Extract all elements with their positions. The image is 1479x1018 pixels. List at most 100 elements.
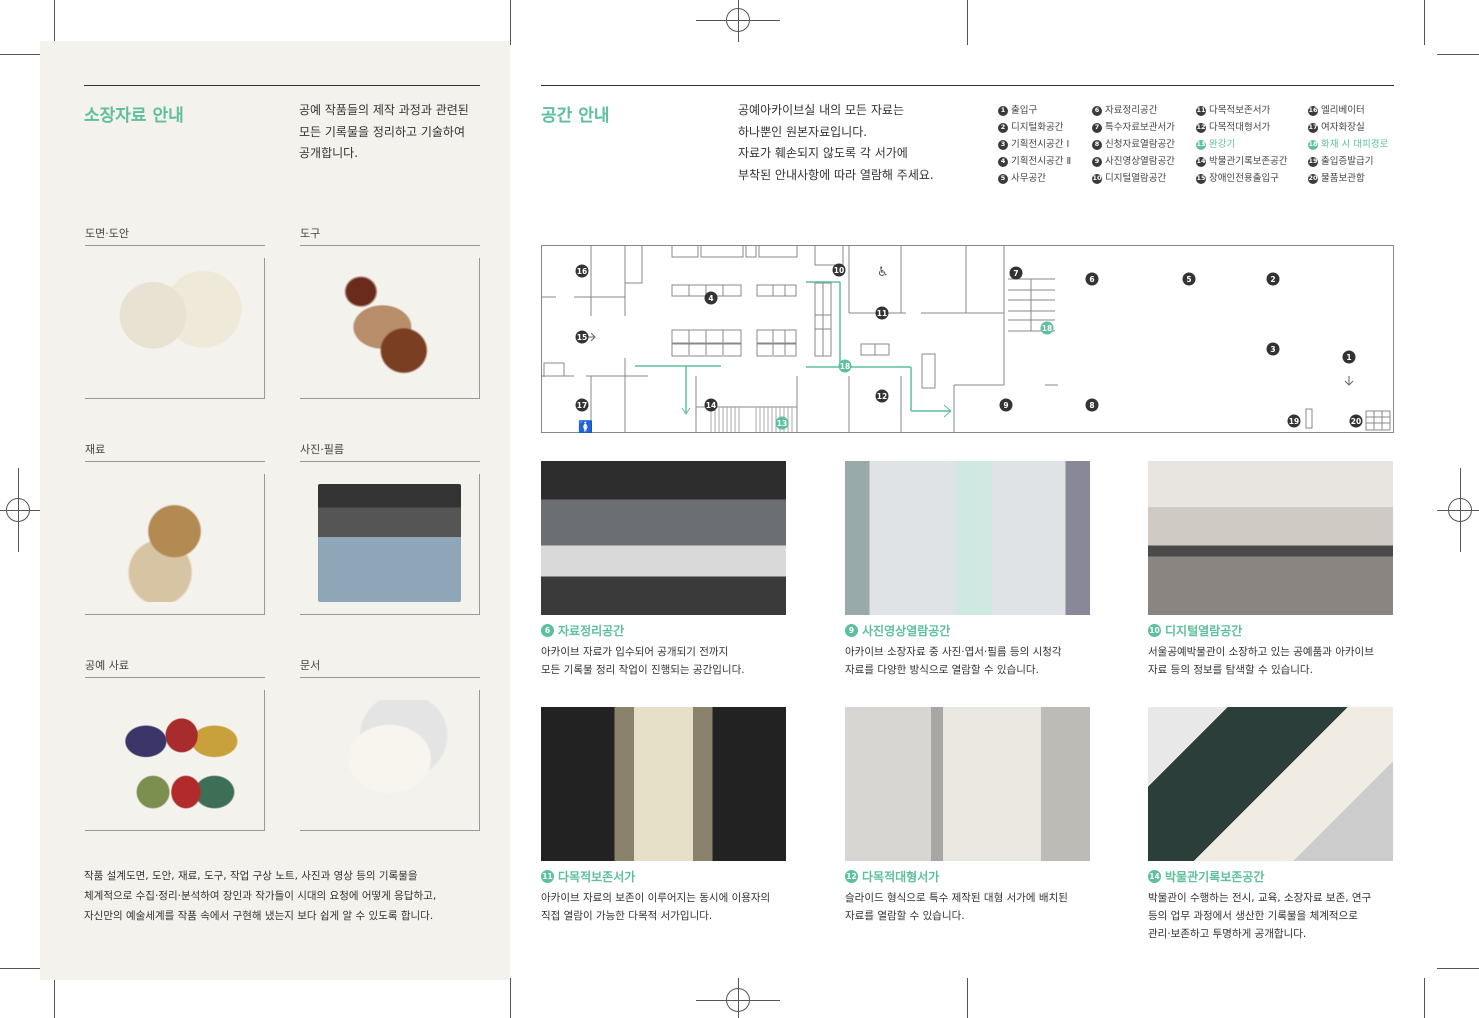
legend-label: 완강기 <box>1209 139 1236 150</box>
thumbnail-photo <box>318 700 461 818</box>
number-badge-icon: 1 <box>998 105 1008 116</box>
plan-marker: 2 <box>1266 272 1280 286</box>
number-badge-icon: 8 <box>1092 139 1102 150</box>
plan-marker: 4 <box>704 291 718 305</box>
divider <box>84 85 480 86</box>
crop-mark <box>510 0 511 45</box>
collection-description: 작품 설계도면, 도안, 재료, 도구, 작업 구상 노트, 사진과 영상 등의… <box>84 866 436 926</box>
plan-marker: 5 <box>1182 272 1196 286</box>
divider <box>300 461 480 462</box>
crop-mark <box>0 510 40 511</box>
plan-marker-number: 11 <box>877 309 887 318</box>
number-badge-icon: 4 <box>998 156 1008 167</box>
shelf <box>756 329 797 344</box>
legend-label: 장애인전용출입구 <box>1209 173 1279 184</box>
plan-marker-number: 10 <box>834 266 844 275</box>
legend-label: 출입증발급기 <box>1321 156 1374 167</box>
plan-marker-number: 2 <box>1270 275 1275 284</box>
divider <box>85 677 265 678</box>
divider <box>85 461 265 462</box>
collection-category-label: 공예 사료 <box>85 659 129 672</box>
intro-line: 공개합니다. <box>299 146 359 160</box>
intro-line: 하나뿐인 원본자료입니다. <box>738 124 868 139</box>
legend-label: 사무공간 <box>1011 173 1046 184</box>
collection-category-label: 문서 <box>300 659 321 672</box>
divider <box>300 677 480 678</box>
number-badge-icon: 14 <box>1196 156 1206 167</box>
space-guide-intro: 공예아카이브실 내의 모든 자료는 하나뿐인 원본자료입니다. 자료가 훼손되지… <box>738 100 934 186</box>
thumbnail-photo <box>103 484 246 602</box>
plan-marker: 20 <box>1349 414 1363 428</box>
crop-mark <box>738 0 739 42</box>
plan-marker: 6 <box>1085 272 1099 286</box>
plan-marker: 19 <box>1287 414 1301 428</box>
number-badge-icon: 10 <box>1092 173 1102 184</box>
space-title: 사진영상열람공간 <box>862 624 951 638</box>
intro-line: 공예아카이브실 내의 모든 자료는 <box>738 103 905 117</box>
collection-category-image <box>85 474 265 615</box>
crop-mark <box>967 0 968 45</box>
number-badge-icon: 5 <box>998 173 1008 184</box>
plan-marker-number: 6 <box>1089 275 1094 284</box>
shelf <box>1365 410 1391 431</box>
plan-marker-number: 19 <box>1289 417 1299 426</box>
plan-border <box>541 245 1394 433</box>
body-line: 자신만의 예술세계를 작품 속에서 구현해 냈는지 보다 쉽게 알 수 있도록 … <box>84 910 434 922</box>
shelf <box>756 343 797 357</box>
number-badge-icon: 14 <box>1148 870 1161 883</box>
thumbnail-photo <box>318 484 461 602</box>
wheelchair-icon: ♿ <box>877 265 889 280</box>
number-badge-icon: 3 <box>998 139 1008 150</box>
body-line: 작품 설계도면, 도안, 재료, 도구, 작업 구상 노트, 사진과 영상 등의… <box>84 870 418 882</box>
plan-marker: 7 <box>1009 266 1023 280</box>
legend-label: 여자화장실 <box>1321 122 1365 133</box>
legend-label: 박물관기록보존공간 <box>1209 156 1288 167</box>
arrow-icon <box>943 404 952 418</box>
number-badge-icon: 9 <box>1092 156 1102 167</box>
collection-category-image <box>300 690 480 831</box>
plan-marker: 10 <box>832 263 846 277</box>
plan-marker: 8 <box>1085 398 1099 412</box>
space-photo <box>1148 707 1393 861</box>
number-badge-icon: 9 <box>845 624 858 637</box>
shelf <box>624 244 643 284</box>
space-title: 자료정리공간 <box>558 624 625 638</box>
crop-mark <box>738 978 739 1018</box>
description-line: 자료 등의 정보를 탐색할 수 있습니다. <box>1148 664 1313 676</box>
description-line: 서울공예박물관이 소장하고 있는 공예품과 아카이브 <box>1148 646 1374 658</box>
collection-category-label: 도구 <box>300 227 321 240</box>
crop-mark <box>54 0 55 42</box>
intro-line: 공예 작품들의 제작 과정과 관련된 <box>299 103 469 117</box>
crop-mark <box>1460 468 1461 552</box>
crop-mark <box>1424 978 1425 1018</box>
divider <box>85 245 265 246</box>
collection-title: 소장자료 안내 <box>84 106 184 126</box>
crop-mark <box>18 468 19 552</box>
crop-mark <box>1437 510 1479 511</box>
shelf <box>1305 408 1313 429</box>
description-line: 박물관이 수행하는 전시, 교육, 소장자료 보존, 연구 <box>1148 892 1372 904</box>
number-badge-icon: 17 <box>1308 122 1318 133</box>
description-line: 모든 기록물 정리 작업이 진행되는 공간입니다. <box>541 664 745 676</box>
plan-marker: 15 <box>575 330 589 344</box>
number-badge-icon: 12 <box>1196 122 1206 133</box>
